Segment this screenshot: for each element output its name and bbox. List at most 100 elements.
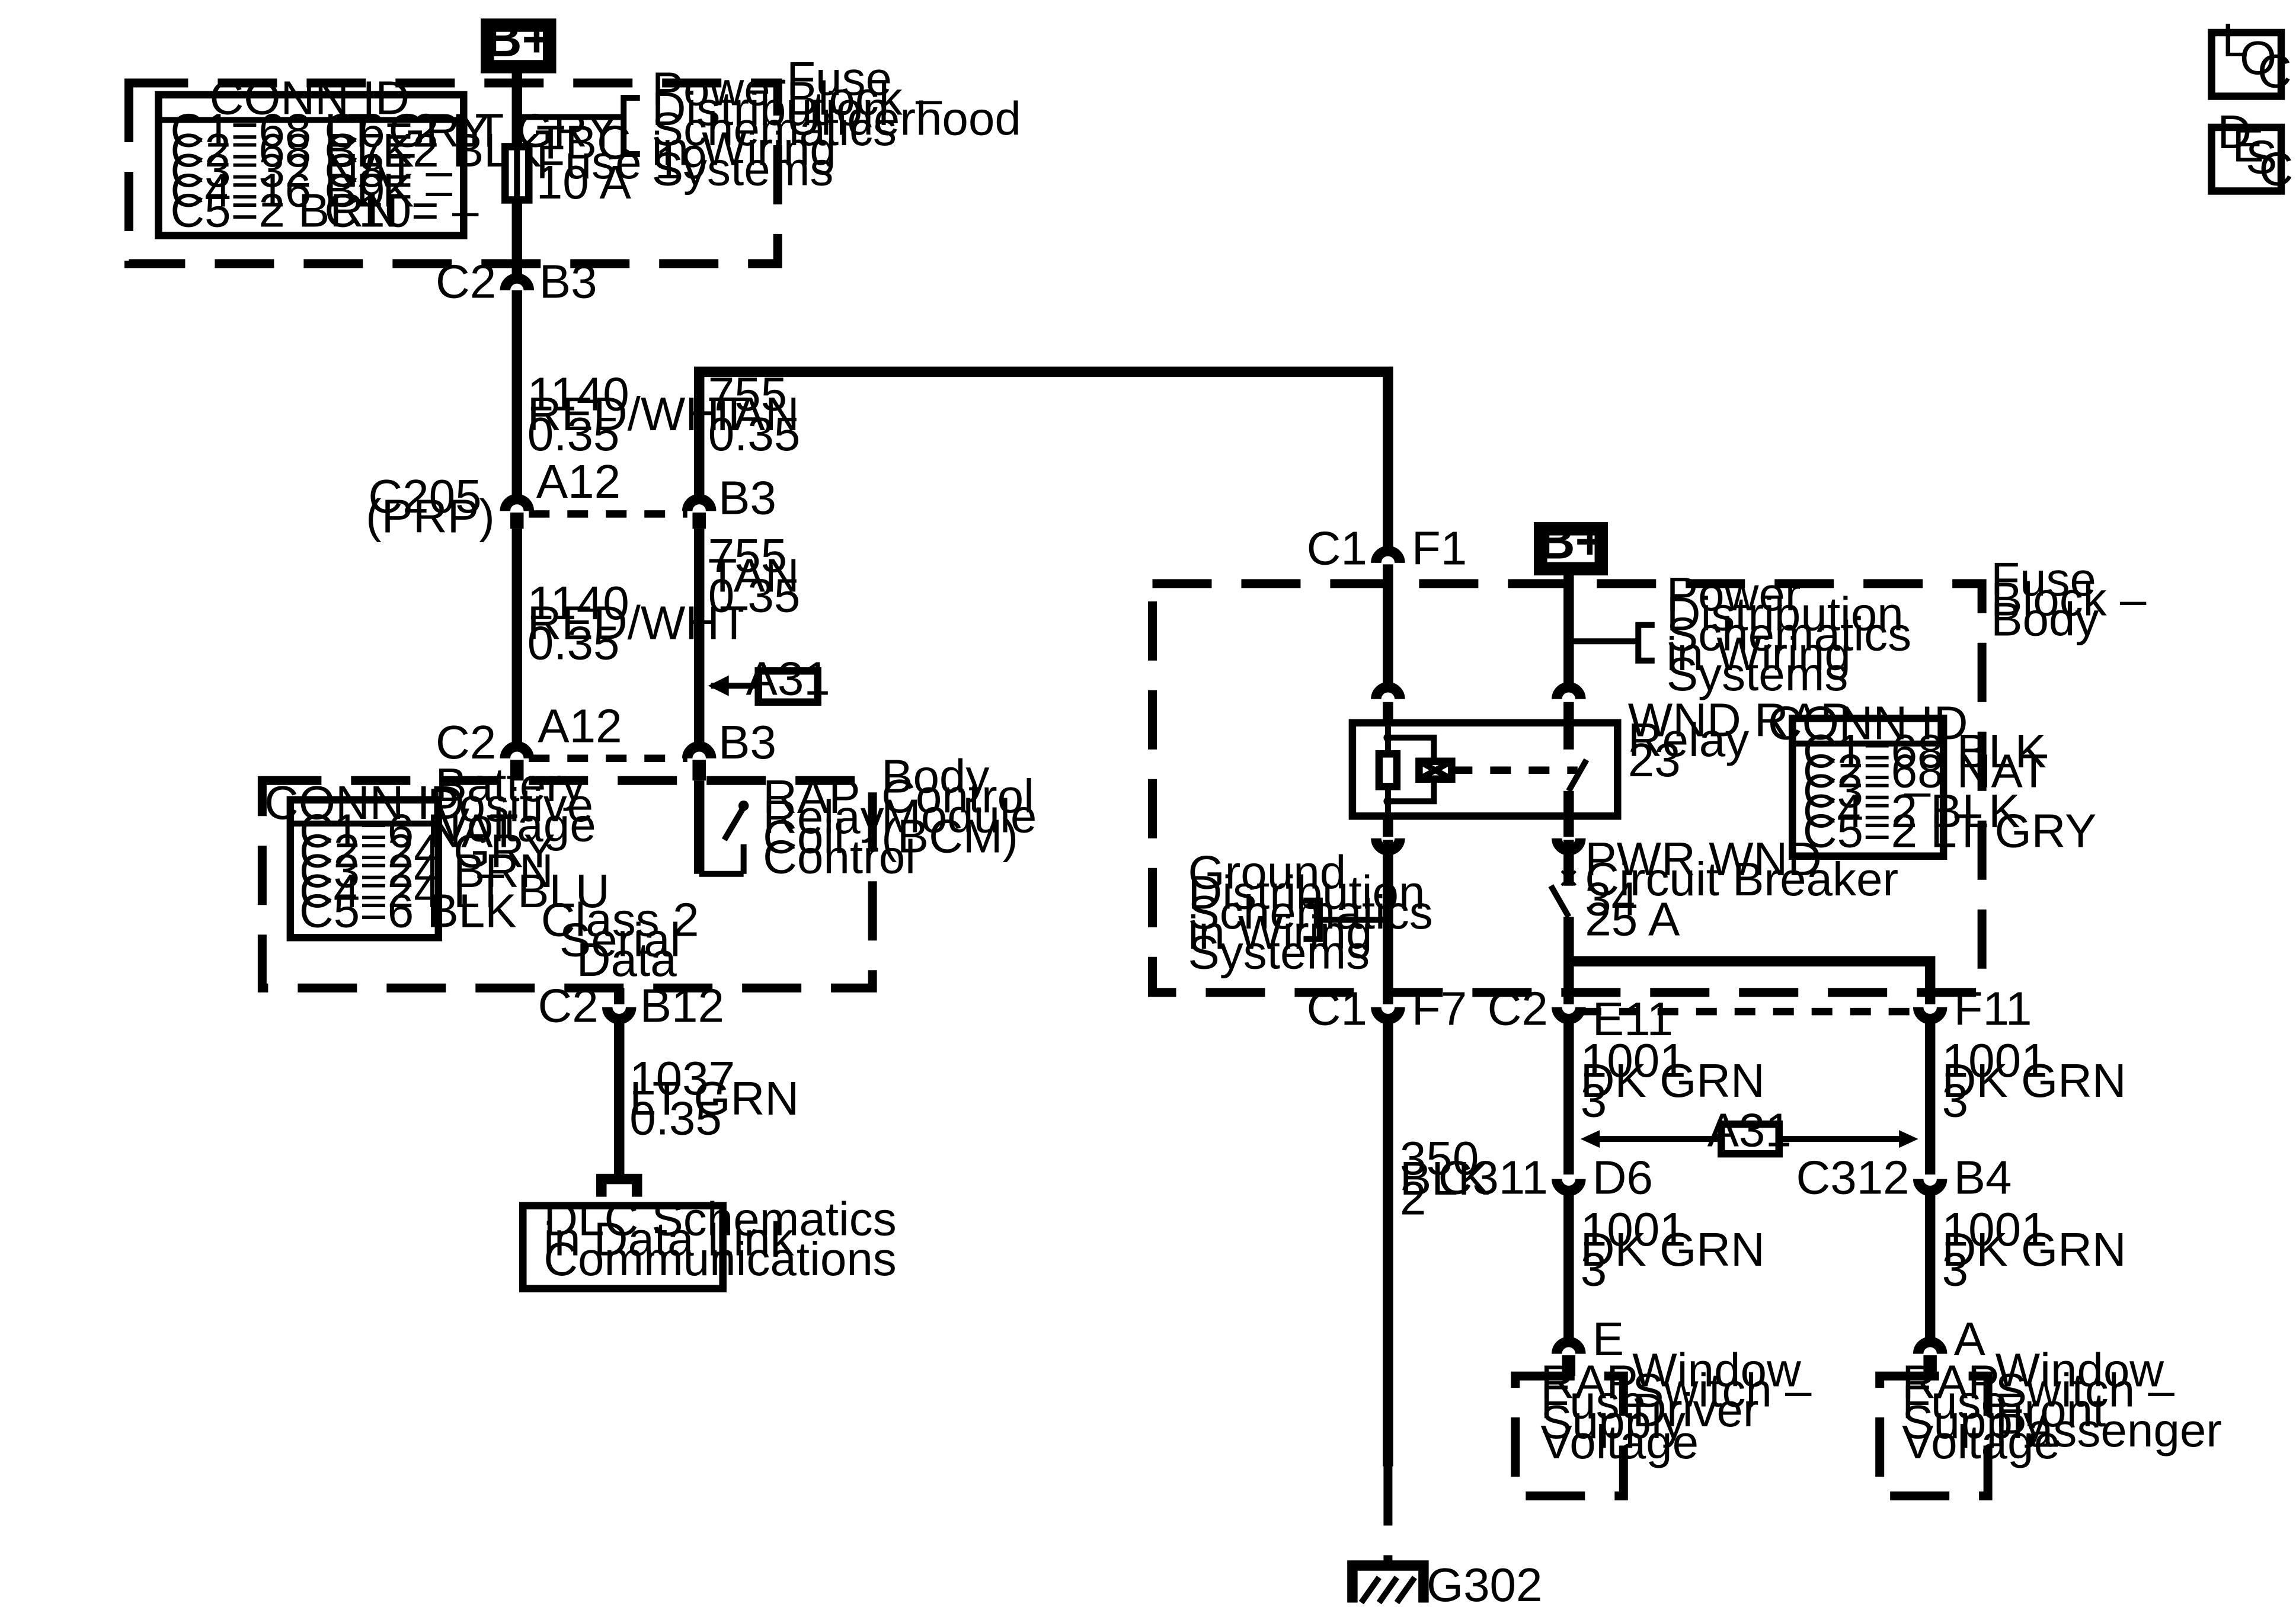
svg-text:DLC Schematics in Data L: DLC Schematics in Data Link Communicatio… xyxy=(543,1193,910,1285)
rap-relay-coil-control-switch xyxy=(693,780,749,877)
connector-c1-f1: C1 F1 xyxy=(1307,521,1467,574)
svg-text:1037 LT GRN 0.35: 1037 LT GRN 0.35 xyxy=(629,1052,812,1144)
loc-icon[interactable]: L O C xyxy=(2208,14,2292,100)
a31-reference-left[interactable]: A31 xyxy=(708,652,830,706)
window-switch-driver: RAP Fuse Supply Voltage Window Switch – … xyxy=(1511,1344,1824,1501)
svg-text:RAP Fuse Supply: RAP Fuse Supply Voltage xyxy=(1902,1356,2060,1468)
svg-text:F1: F1 xyxy=(1412,521,1467,574)
svg-text:CONN ID: CONN ID xyxy=(1768,696,1968,749)
svg-text:CONN ID: CONN ID xyxy=(210,71,410,124)
svg-text:C: C xyxy=(2259,142,2294,195)
window-switch-front-passenger: RAP Fuse Supply Voltage Window Switch – … xyxy=(1875,1344,2222,1501)
svg-text:B+: B+ xyxy=(1539,513,1604,569)
svg-text:O: O xyxy=(2240,31,2276,84)
connector-f11: F11 xyxy=(1913,982,2032,1035)
svg-text:Power Distribution: Power Distribution Schematics in Wiring … xyxy=(652,62,910,195)
svg-text:F7: F7 xyxy=(1412,982,1467,1035)
svg-text:C205 (PRP): C205 (PRP) xyxy=(366,470,495,543)
underhood-conn-id-table: CONN ID C1=68 LT GRY C2=68 BLK C3=32 NAT… xyxy=(155,71,631,239)
connector-c2-b12: C2 B12 xyxy=(538,980,725,1032)
svg-text:755 TAN 0.35: 755 TAN 0.35 xyxy=(708,529,813,622)
b-plus-body: B+ xyxy=(1534,513,1609,576)
connector-driver-switch-e: E xyxy=(1552,1313,1624,1377)
fuse-icon xyxy=(501,143,533,204)
svg-text:A12: A12 xyxy=(538,699,622,752)
svg-text:1140 RED/WHT 0.35: 1140 RED/WHT 0.35 xyxy=(527,577,762,669)
svg-text:B4: B4 xyxy=(1954,1151,2012,1204)
svg-text:755 TAN 0.35: 755 TAN 0.35 xyxy=(708,367,813,460)
svg-text:Window Switch – Fr: Window Switch – Front Passenger xyxy=(1996,1344,2222,1457)
bcm-conn-id-table: CONN ID C1=6 NAT C2=24 GRY C3=24 BRN C4=… xyxy=(264,776,623,942)
svg-text:E: E xyxy=(1593,1313,1624,1365)
connector-c205: C205 (PRP) A12 B3 xyxy=(366,455,776,543)
svg-text:A12: A12 xyxy=(536,455,621,508)
wnd-rap-relay xyxy=(1348,719,1622,820)
dlc-schematics-reference[interactable]: DLC Schematics in Data Link Communicatio… xyxy=(519,1193,910,1292)
svg-text:C1=68 LT GRY C2=68 BLK: C1=68 LT GRY C2=68 BLK C3=32 NAT C4=16 B… xyxy=(170,104,503,236)
svg-text:A31: A31 xyxy=(746,652,830,705)
fuse-block-underhood: Fuse Block – Underhood CONN ID C1=68 LT … xyxy=(124,52,1021,268)
connector-c1-f7: C1 F7 xyxy=(1307,982,1467,1035)
svg-text:Fuse Block – Under: Fuse Block – Underhood xyxy=(786,52,1021,145)
svg-text:C: C xyxy=(2257,44,2292,97)
svg-text:1001 DK GRN 3: 1001 DK GRN 3 xyxy=(1581,1203,1778,1295)
svg-text:Fuse Block – Body: Fuse Block – Body xyxy=(1991,553,2159,645)
svg-text:F11: F11 xyxy=(1954,982,2032,1035)
connector-c2-b3-top: C2 B3 xyxy=(436,255,597,308)
circuit-breaker: × xyxy=(1548,858,1579,918)
svg-text:B3: B3 xyxy=(718,471,776,524)
svg-text:Body Control Modul: Body Control Module (BCM) xyxy=(881,750,1050,862)
svg-text:L: L xyxy=(2222,14,2248,66)
svg-text:PWR WND Circuit Breaker: PWR WND Circuit Breaker 34 25 A xyxy=(1585,833,1911,945)
svg-text:G302: G302 xyxy=(1427,1558,1543,1610)
connector-c2-bcm: C2 A12 B3 xyxy=(436,699,776,781)
desc-icon[interactable]: D E S C xyxy=(2208,105,2294,195)
svg-text:1001 DK GRN 3: 1001 DK GRN 3 xyxy=(1942,1203,2140,1295)
svg-text:D: D xyxy=(2218,105,2252,158)
fuse-block-body: Fuse Block – Body Power Distribution Sch… xyxy=(1148,553,2159,1004)
svg-text:Window Switch – Dr: Window Switch – Driver xyxy=(1632,1344,1824,1436)
svg-text:C2: C2 xyxy=(436,716,496,769)
body-control-module: Body Control Module (BCM) Battery Positi… xyxy=(257,750,1050,993)
svg-text:B3: B3 xyxy=(539,255,597,308)
svg-text:B+: B+ xyxy=(485,11,551,68)
svg-text:1001 DK GRN 3: 1001 DK GRN 3 xyxy=(1581,1034,1778,1126)
svg-text:C2: C2 xyxy=(1488,982,1548,1035)
svg-text:C312: C312 xyxy=(1796,1151,1909,1204)
relay-coil-icon xyxy=(1415,757,1456,783)
svg-text:D6: D6 xyxy=(1593,1151,1653,1204)
svg-text:C1: C1 xyxy=(1307,982,1367,1035)
b-plus-top: B+ xyxy=(481,11,557,73)
svg-text:1001 DK GRN 3: 1001 DK GRN 3 xyxy=(1942,1034,2140,1126)
connector-c311: C311 D6 xyxy=(1438,1151,1653,1204)
svg-text:C2: C2 xyxy=(436,255,496,308)
svg-text:Ground Distribution: Ground Distribution Schematics in Wiring… xyxy=(1188,846,1446,979)
svg-text:B3: B3 xyxy=(718,716,776,769)
svg-text:1140 RED/WHT 0.35: 1140 RED/WHT 0.35 xyxy=(527,367,762,460)
svg-text:A31: A31 xyxy=(1707,1104,1792,1157)
svg-text:S: S xyxy=(2246,130,2277,183)
conn-id-table-body: CONN ID C1=68 BLK C2=68 NAT C3= – C4=2 B… xyxy=(1768,696,2097,860)
svg-text:Class 2 Serial Dat: Class 2 Serial Data xyxy=(541,894,712,986)
svg-text:350 BLK 2: 350 BLK 2 xyxy=(1400,1132,1502,1224)
connector-c312: C312 B4 xyxy=(1796,1151,2012,1204)
connector-c2-e11: C2 E11 xyxy=(1488,982,1674,1046)
svg-text:Power Distribution: Power Distribution Schematics in Wiring … xyxy=(1667,568,1925,700)
svg-text:RAP Relay Coil: RAP Relay Coil Control xyxy=(763,770,916,883)
svg-text:C1: C1 xyxy=(1307,521,1367,574)
a31-reference-right[interactable]: A31 xyxy=(1580,1104,1918,1158)
svg-text:C1=6 NAT C2=24 GRY: C1=6 NAT C2=24 GRY C3=24 BRN C4=24 LT BL… xyxy=(299,805,623,937)
breaker-x-icon: × xyxy=(1558,858,1579,898)
svg-text:A: A xyxy=(1954,1313,1986,1365)
svg-text:B12: B12 xyxy=(640,980,724,1032)
svg-text:C6=2 LT GRY C7=2 BLK: C6=2 LT GRY C7=2 BLK C8= – C9= – C10= – xyxy=(324,104,631,236)
ground-g302-icon xyxy=(1347,1560,1429,1605)
svg-text:CONN ID: CONN ID xyxy=(264,776,465,829)
svg-text:C1=68 BLK C2=68 NAT: C1=68 BLK C2=68 NAT C3= – C4=2 BLK C5=2 … xyxy=(1803,725,2097,857)
svg-text:E11: E11 xyxy=(1593,993,1673,1045)
svg-text:E: E xyxy=(2233,119,2264,171)
svg-text:RAP Fuse Supply: RAP Fuse Supply Voltage xyxy=(1540,1356,1699,1468)
svg-text:C311: C311 xyxy=(1438,1151,1548,1204)
svg-text:Battery Positive V: Battery Positive Voltage xyxy=(427,758,606,851)
